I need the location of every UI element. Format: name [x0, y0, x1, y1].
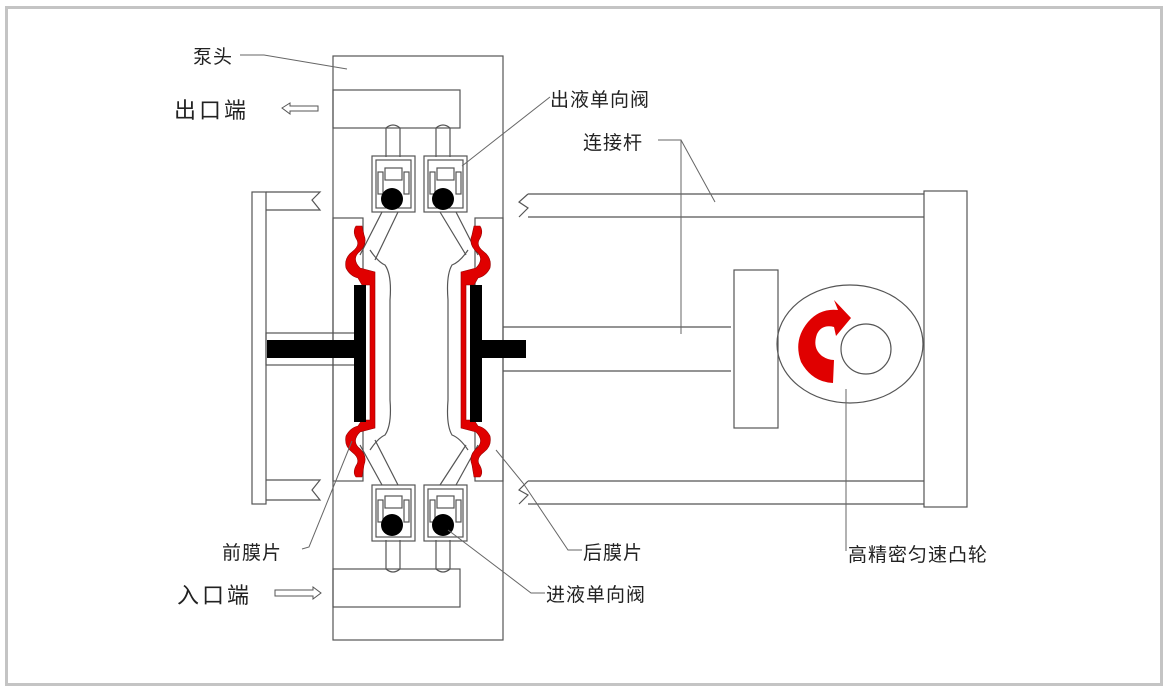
leader-outlet-valve: [461, 96, 551, 167]
left-end-plate: [251, 191, 267, 505]
label-pump-head: 泵头: [193, 46, 234, 68]
right-shaft: [503, 326, 731, 372]
outlet-tube-left: [385, 124, 401, 157]
leader-pump-head: [240, 54, 348, 70]
label-outlet-check-valve: 出液单向阀: [550, 89, 651, 111]
rear-diaphragm: [460, 225, 491, 478]
outlet-check-valve-right: [423, 155, 468, 213]
label-rear-diaphragm: 后膜片: [583, 542, 644, 564]
inlet-channel: [332, 568, 461, 608]
leader-connecting-rod: [658, 139, 716, 334]
outlet-valve-ball-left: [381, 188, 403, 210]
inlet-check-valve-left: [371, 484, 416, 542]
front-piston-rod: [267, 340, 357, 358]
left-lower-rod: [266, 479, 322, 501]
label-outlet: 出口端: [174, 99, 250, 124]
leader-front-diaphragm: [301, 440, 353, 550]
rotation-arrow-icon: [798, 300, 851, 383]
leader-rear-diaphragm: [495, 449, 582, 551]
front-diaphragm: [345, 225, 376, 478]
inlet-tube-left: [385, 540, 401, 573]
label-inlet: 入口端: [177, 584, 253, 609]
left-upper-rod: [266, 191, 322, 211]
outlet-arrow-icon: [281, 102, 319, 115]
label-cam: 高精密匀速凸轮: [848, 544, 989, 566]
leader-inlet-valve: [447, 529, 545, 594]
lower-left-channel: [359, 439, 399, 486]
label-front-diaphragm: 前膜片: [222, 542, 283, 564]
cam-follower: [733, 269, 779, 429]
upper-left-channel: [359, 211, 399, 261]
inlet-valve-ball-left: [381, 514, 403, 536]
front-chamber: [369, 249, 392, 451]
inlet-check-valve-right: [423, 484, 468, 542]
inlet-valve-ball-right: [432, 514, 454, 536]
rear-piston-plate: [470, 285, 482, 422]
front-piston-plate: [354, 285, 366, 422]
outlet-tube-right: [435, 124, 451, 157]
inlet-arrow-icon: [274, 586, 322, 600]
outlet-valve-ball-right: [432, 188, 454, 210]
right-end-plate: [923, 190, 968, 508]
label-connecting-rod: 连接杆: [583, 132, 644, 154]
rear-chamber: [446, 249, 469, 451]
lower-connecting-rod: [518, 480, 924, 505]
cam: [776, 284, 924, 404]
rear-piston-rod: [480, 340, 526, 358]
upper-connecting-rod: [518, 193, 924, 218]
cam-shaft: [840, 323, 892, 375]
label-inlet-check-valve: 进液单向阀: [546, 584, 647, 606]
inlet-tube-right: [435, 540, 451, 573]
figure-frame: [5, 6, 1163, 686]
outlet-channel: [332, 89, 461, 129]
